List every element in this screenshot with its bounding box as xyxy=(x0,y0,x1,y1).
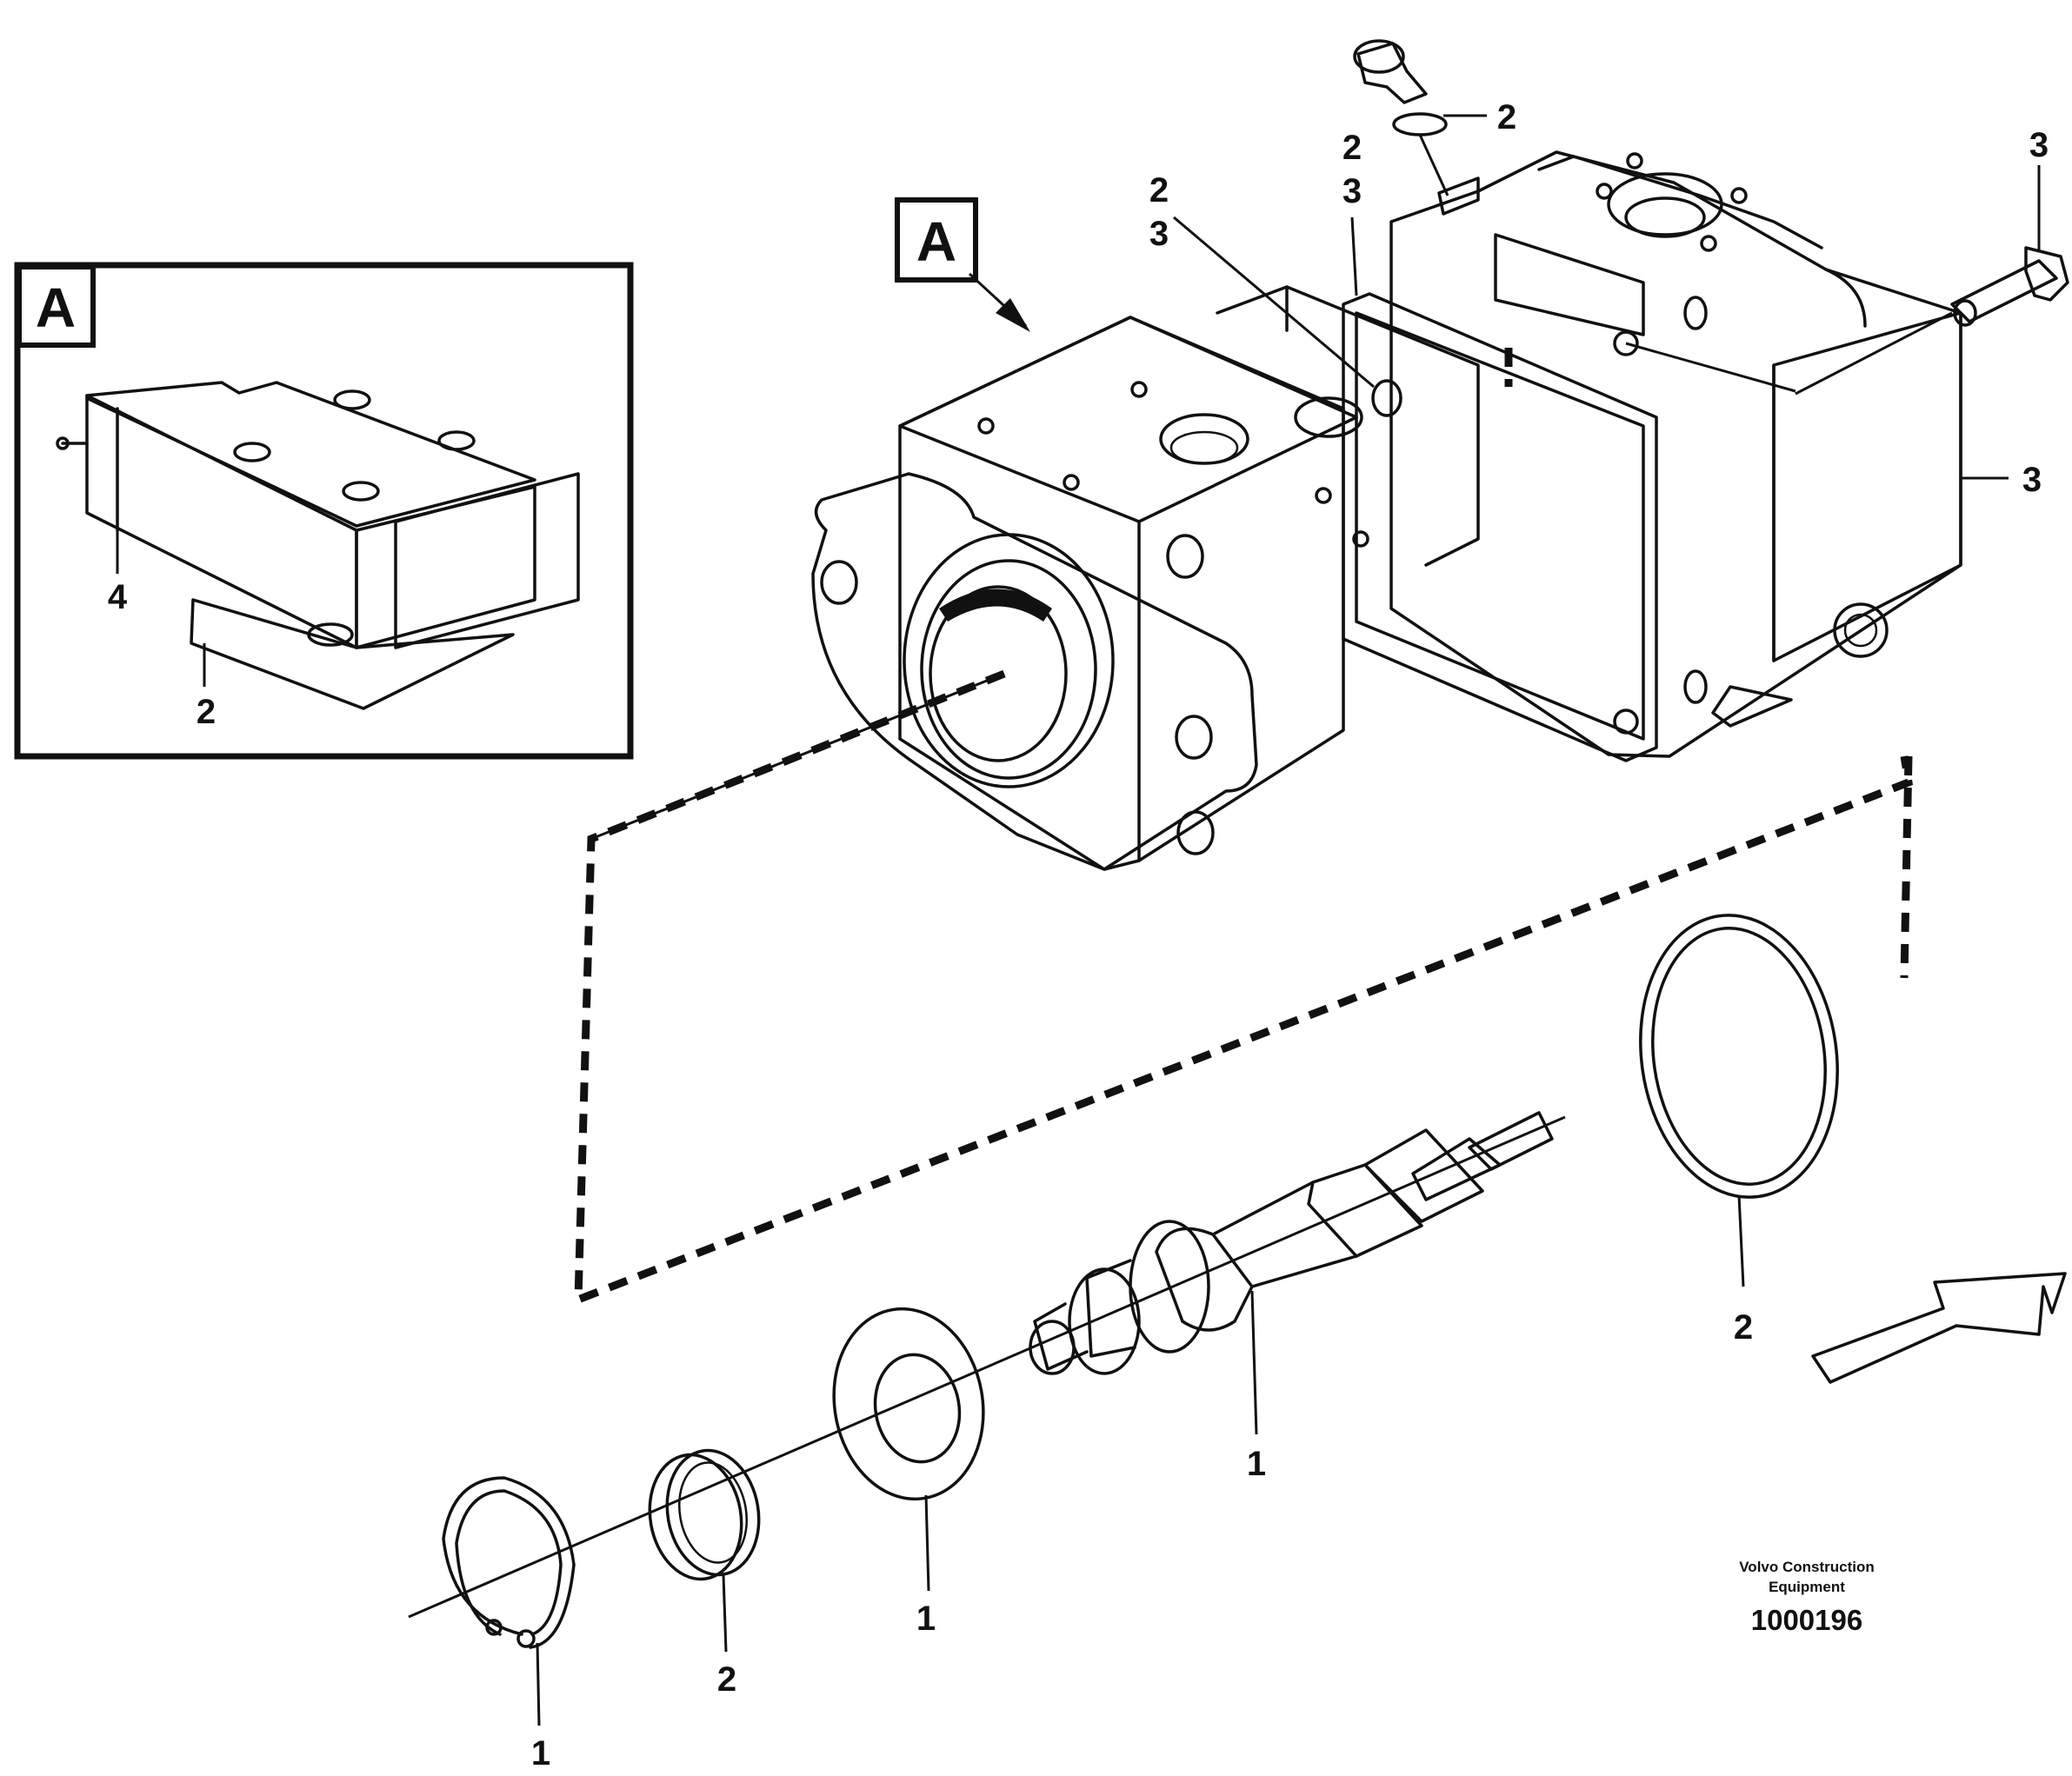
callout-gasket: 2 xyxy=(197,693,216,731)
direction-arrow xyxy=(1811,1272,2067,1384)
credit-line-1: Volvo Construction xyxy=(1739,1559,1875,1575)
callout-flange-seal-3: 3 xyxy=(1342,172,1362,210)
shaft-group-drawing xyxy=(408,914,1839,1649)
pump-assembly-drawing xyxy=(811,39,2069,871)
callout-flange-seal-2: 2 xyxy=(1342,129,1362,167)
view-marker-letter: A xyxy=(916,210,956,273)
bore-leader xyxy=(590,672,1005,841)
detail-title-box xyxy=(17,264,96,348)
callout-rear-housing: 3 xyxy=(2022,461,2042,499)
leader-lines xyxy=(536,114,2041,1726)
callout-bushing: 2 xyxy=(717,1660,736,1699)
callout-snap-ring: 1 xyxy=(531,1734,550,1773)
callout-shaft-oring: 2 xyxy=(1734,1308,1753,1347)
detail-view-a: A 4 2 xyxy=(14,262,634,760)
detail-frame xyxy=(14,262,634,760)
dashed-assembly-frame xyxy=(574,669,1914,1306)
detail-title: A xyxy=(36,276,76,339)
dashed-assembly-frame-right xyxy=(1900,755,1913,979)
credit-line-2: Equipment xyxy=(1769,1579,1845,1595)
shaft-axis-line xyxy=(408,1115,1566,1619)
part-number: 1000196 xyxy=(1751,1604,1862,1636)
view-marker-a: A xyxy=(895,197,1030,332)
callout-port-seal-3: 3 xyxy=(1149,215,1169,253)
callout-washer: 1 xyxy=(916,1600,936,1638)
view-marker-box xyxy=(895,197,978,283)
callout-plug-oring: 2 xyxy=(1497,98,1516,136)
bolt-drawing xyxy=(1795,246,2069,396)
callout-pin: 4 xyxy=(108,578,128,616)
view-marker-arrowhead xyxy=(996,298,1030,332)
valve-block-drawing xyxy=(56,381,580,710)
callout-bolt: 3 xyxy=(2029,126,2049,164)
callout-shaft: 1 xyxy=(1247,1445,1266,1483)
callout-port-seal-2: 2 xyxy=(1149,171,1169,210)
